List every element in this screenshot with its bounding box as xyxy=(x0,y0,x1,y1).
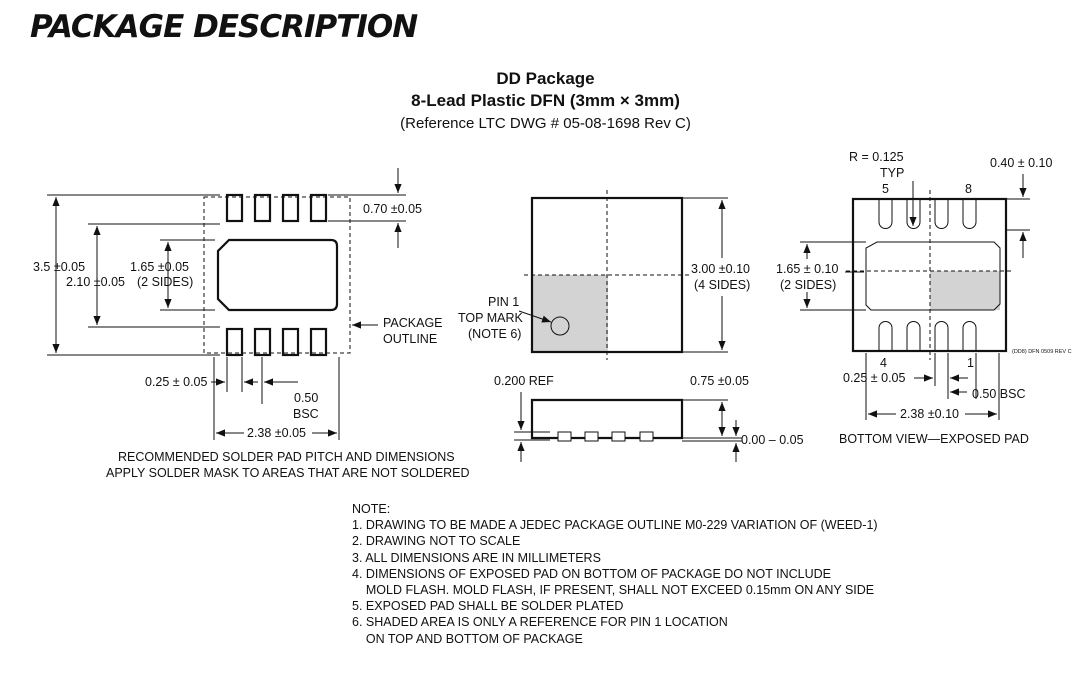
bottom-pin1-shade xyxy=(930,271,1000,310)
bottom-lower-leads xyxy=(878,321,977,351)
fp-inner-2: 2.10 ±0.05 xyxy=(66,275,125,289)
note-2: 2. DRAWING NOT TO SCALE xyxy=(352,534,521,549)
top-view xyxy=(518,190,728,360)
sv-standoff: 0.00 – 0.05 xyxy=(741,433,804,447)
bottom-pads xyxy=(225,327,328,357)
tv-body-dim: 3.00 ±0.10 xyxy=(691,262,750,276)
package-outline xyxy=(203,196,351,354)
fp-inner-1: 1.65 ±0.05 xyxy=(130,260,189,274)
bv-radius: R = 0.125 xyxy=(849,150,904,164)
package-name: DD Package xyxy=(496,69,595,88)
fp-pad-width: 0.25 ± 0.05 xyxy=(145,375,208,389)
note-1: 1. DRAWING TO BE MADE A JEDEC PACKAGE OU… xyxy=(352,518,878,533)
tv-body-note: (4 SIDES) xyxy=(694,278,750,292)
fp-caption-1: RECOMMENDED SOLDER PAD PITCH AND DIMENSI… xyxy=(118,450,455,464)
bv-bsc: 0.50 BSC xyxy=(972,387,1026,401)
fp-pitch-height: 0.70 ±0.05 xyxy=(363,202,422,216)
top-pads xyxy=(225,193,328,223)
package-side xyxy=(530,398,684,440)
note-6b: ON TOP AND BOTTOM OF PACKAGE xyxy=(352,631,583,646)
notes-heading: NOTE: xyxy=(352,502,391,516)
bv-pin8: 8 xyxy=(965,182,972,196)
notes-block: NOTE: 1. DRAWING TO BE MADE A JEDEC PACK… xyxy=(352,501,878,647)
note-3: 3. ALL DIMENSIONS ARE IN MILLIMETERS xyxy=(352,550,601,565)
pin1-mark xyxy=(550,316,570,336)
fp-inner-1-note: (2 SIDES) xyxy=(137,275,193,289)
exposed-pad-land xyxy=(216,238,339,312)
fp-span: 2.38 ±0.05 xyxy=(247,426,306,440)
note-4a: 4. DIMENSIONS OF EXPOSED PAD ON BOTTOM O… xyxy=(352,566,832,581)
package-type: 8-Lead Plastic DFN (3mm × 3mm) xyxy=(411,91,680,110)
bv-caption: BOTTOM VIEW—EXPOSED PAD xyxy=(839,432,1029,446)
exposed-pad xyxy=(865,241,1001,311)
bv-pad-width: 0.25 ± 0.05 xyxy=(843,371,906,385)
footprint-view xyxy=(47,168,406,440)
page-title: PACKAGE DESCRIPTION xyxy=(30,9,418,45)
bv-inner: 1.65 ± 0.10 xyxy=(776,262,839,276)
fp-overall: 3.5 ±0.05 xyxy=(33,260,85,274)
reference-drawing: (Reference LTC DWG # 05-08-1698 Rev C) xyxy=(400,115,691,132)
bv-inner-note: (2 SIDES) xyxy=(780,278,836,292)
tv-pin1-1: PIN 1 xyxy=(488,295,519,309)
fp-bsc-1: 0.50 xyxy=(294,391,318,405)
side-view xyxy=(514,392,742,462)
bottom-top-leads xyxy=(878,199,977,229)
fp-package-outline-1: PACKAGE xyxy=(383,316,443,330)
note-4b: MOLD FLASH. MOLD FLASH, IF PRESENT, SHAL… xyxy=(352,583,875,598)
bv-span: 2.38 ±0.10 xyxy=(900,407,959,421)
bv-pin4: 4 xyxy=(880,356,887,370)
sv-height: 0.75 ±0.05 xyxy=(690,374,749,388)
note-6a: 6. SHADED AREA IS ONLY A REFERENCE FOR P… xyxy=(352,615,728,630)
sv-ref: 0.200 REF xyxy=(494,374,554,388)
tv-pin1-2: TOP MARK xyxy=(458,311,523,325)
bv-pad-len: 0.40 ± 0.10 xyxy=(990,156,1053,170)
bv-pin1: 1 xyxy=(967,356,974,370)
note-5: 5. EXPOSED PAD SHALL BE SOLDER PLATED xyxy=(352,599,624,614)
bv-drawing-id: (DD8) DFN 0509 REV C xyxy=(1012,349,1072,355)
bottom-view xyxy=(800,174,1030,420)
bv-pin5: 5 xyxy=(882,182,889,196)
bv-radius-typ: TYP xyxy=(880,166,904,180)
fp-bsc-2: BSC xyxy=(293,407,319,421)
fp-caption-2: APPLY SOLDER MASK TO AREAS THAT ARE NOT … xyxy=(106,466,470,480)
tv-pin1-3: (NOTE 6) xyxy=(468,327,521,341)
pin1-shade xyxy=(532,275,608,352)
fp-package-outline-2: OUTLINE xyxy=(383,332,437,346)
